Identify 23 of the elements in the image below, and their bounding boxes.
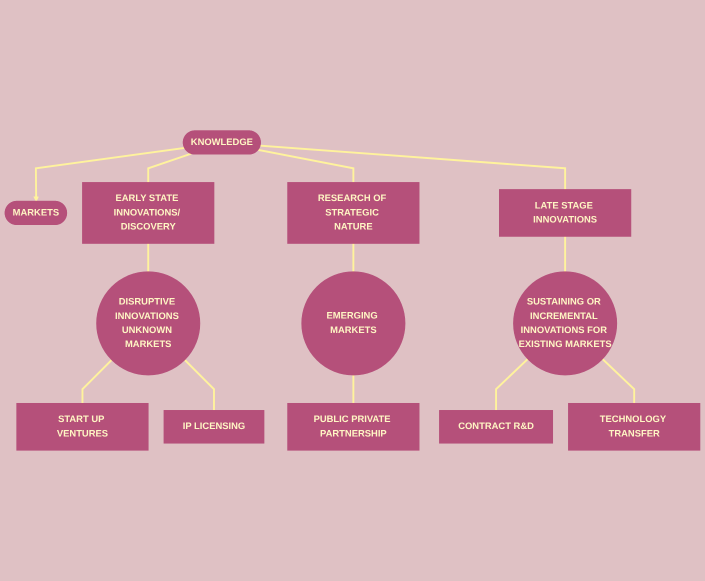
node-box: TECHNOLOGY TRANSFER — [568, 402, 700, 451]
node-box: PUBLIC PRIVATE PARTNERSHIP — [287, 402, 420, 451]
connector — [147, 244, 150, 272]
node-box: CONTRACT R&D — [439, 410, 554, 444]
node-box: LATE STAGE INNOVATIONS — [499, 189, 632, 237]
node-box: EARLY STATE INNOVATIONS/ DISCOVERY — [82, 182, 214, 244]
connector — [564, 236, 566, 272]
node-box: RESEARCH OF STRATEGIC NATURE — [287, 182, 420, 244]
node-circle: DISRUPTIVE INNOVATIONS UNKNOWN MARKETS — [96, 271, 200, 376]
connector — [260, 144, 566, 190]
node-circle: SUSTAINING OR INCREMENTAL INNOVATIONS FOR EXISTING MARKETS — [513, 271, 618, 376]
connector — [258, 148, 354, 182]
connector — [82, 359, 112, 404]
connector — [352, 375, 354, 404]
connector — [352, 244, 354, 272]
connector — [147, 152, 192, 182]
node-circle: EMERGING MARKETS — [301, 271, 406, 376]
arrow — [33, 147, 185, 202]
connector — [495, 358, 528, 410]
connector — [602, 358, 636, 404]
connector — [184, 359, 215, 410]
node-box: START UP VENTURES — [16, 402, 149, 451]
node-box: IP LICENSING — [164, 410, 264, 444]
